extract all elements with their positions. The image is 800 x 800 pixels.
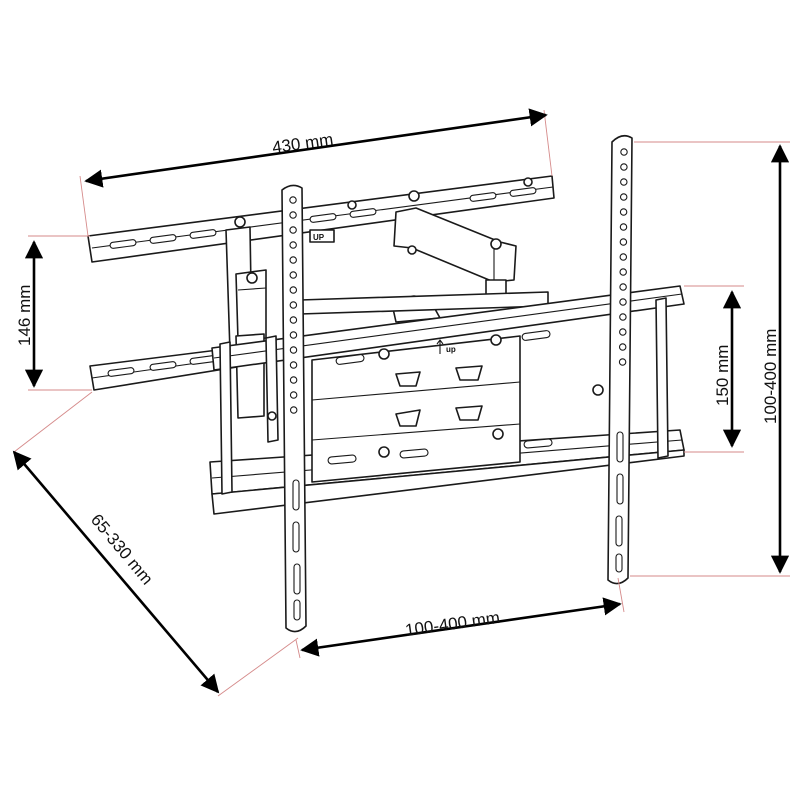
dimension-arrows bbox=[12, 108, 790, 694]
rail-hole bbox=[289, 211, 297, 219]
rail-hole bbox=[289, 316, 298, 324]
label-vesa-vertical: 100-400 mm bbox=[761, 329, 780, 424]
rail-hole bbox=[620, 148, 628, 156]
rail-slot bbox=[615, 515, 623, 547]
rail-hole bbox=[618, 343, 627, 351]
rail-hole bbox=[289, 241, 297, 249]
rail-hole bbox=[619, 328, 627, 336]
rail-hole bbox=[289, 376, 298, 384]
up-mark-rail: up bbox=[446, 345, 456, 354]
label-vesa-horizontal: 100-400 mm bbox=[404, 608, 501, 640]
rail-hole bbox=[620, 178, 628, 186]
dimension-arrow-100-400-horizontal bbox=[300, 597, 622, 657]
up-tag-bracket: UP bbox=[313, 233, 325, 242]
rail-slot bbox=[293, 563, 301, 595]
rail-hole bbox=[619, 313, 627, 321]
rail-hole bbox=[619, 223, 628, 231]
rail-hole bbox=[289, 301, 298, 309]
rail-hole bbox=[289, 391, 298, 399]
dimension-arrow-65-330 bbox=[12, 450, 220, 694]
rail-hole bbox=[289, 406, 298, 414]
rail-hole bbox=[618, 358, 627, 366]
rail-hole bbox=[619, 193, 628, 201]
rail-slot bbox=[615, 553, 623, 573]
rail-hole bbox=[289, 196, 297, 204]
rail-hole bbox=[619, 253, 628, 261]
rail-slot bbox=[292, 521, 300, 553]
label-wall-plate-height: 146 mm bbox=[15, 285, 34, 346]
rail-hole bbox=[289, 271, 297, 279]
right-vertical-rail bbox=[607, 134, 633, 585]
rail-hole bbox=[289, 256, 297, 264]
rail-hole bbox=[620, 163, 628, 171]
rail-slot bbox=[616, 473, 624, 505]
rail-hole bbox=[619, 283, 627, 291]
extension-lines bbox=[13, 109, 790, 697]
rail-slot bbox=[292, 479, 300, 511]
rail-slot bbox=[616, 431, 624, 463]
rail-hole bbox=[619, 238, 628, 246]
rail-hole bbox=[289, 346, 298, 354]
tv-bracket-frame: up bbox=[209, 285, 685, 515]
rail-hole bbox=[619, 298, 627, 306]
rail-hole bbox=[289, 226, 297, 234]
rail-hole bbox=[619, 268, 627, 276]
rail-hole bbox=[289, 286, 298, 294]
rail-slot bbox=[293, 599, 301, 621]
rail-hole bbox=[619, 208, 628, 216]
label-wall-plate-width: 430 mm bbox=[271, 130, 334, 157]
dimension-arrow-430 bbox=[84, 108, 548, 188]
left-vertical-rail bbox=[281, 184, 307, 633]
rail-hole bbox=[289, 361, 298, 369]
label-rail-spacing: 150 mm bbox=[713, 345, 732, 406]
rail-hole bbox=[289, 331, 298, 339]
